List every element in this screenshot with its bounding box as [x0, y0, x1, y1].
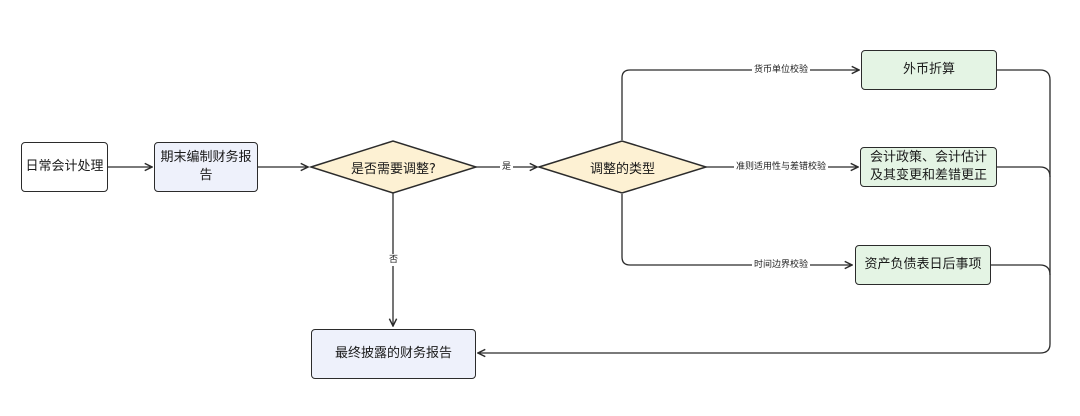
edge-time-check — [621, 194, 852, 265]
edge-label-standard-check: 准则适用性与差错校验 — [734, 161, 829, 173]
edge-currency-check — [621, 70, 859, 140]
node-foreign-currency: 外币折算 — [861, 50, 997, 90]
decision-diamond-adjust-type — [536, 140, 709, 194]
edge-label-no: 否 — [387, 254, 401, 266]
edge-label-yes: 是 — [500, 161, 514, 173]
edge-label-time-check: 时间边界校验 — [752, 259, 811, 271]
edge-foreign-return — [997, 69, 1051, 354]
node-policy-change: 会计政策、会计估计及其变更和差错更正 — [860, 147, 997, 187]
node-final-report: 最终披露的财务报告 — [311, 329, 476, 379]
node-period-end-report: 期末编制财务报告 — [154, 142, 258, 192]
node-daily-accounting: 日常会计处理 — [21, 142, 108, 192]
edge-policy-return — [997, 166, 1051, 178]
edge-label-currency-check: 货币单位校验 — [752, 64, 811, 76]
edge-post-balance-return — [991, 264, 1051, 276]
decision-diamond-need-adjust — [308, 140, 479, 194]
node-post-balance-events: 资产负债表日后事项 — [855, 245, 991, 285]
